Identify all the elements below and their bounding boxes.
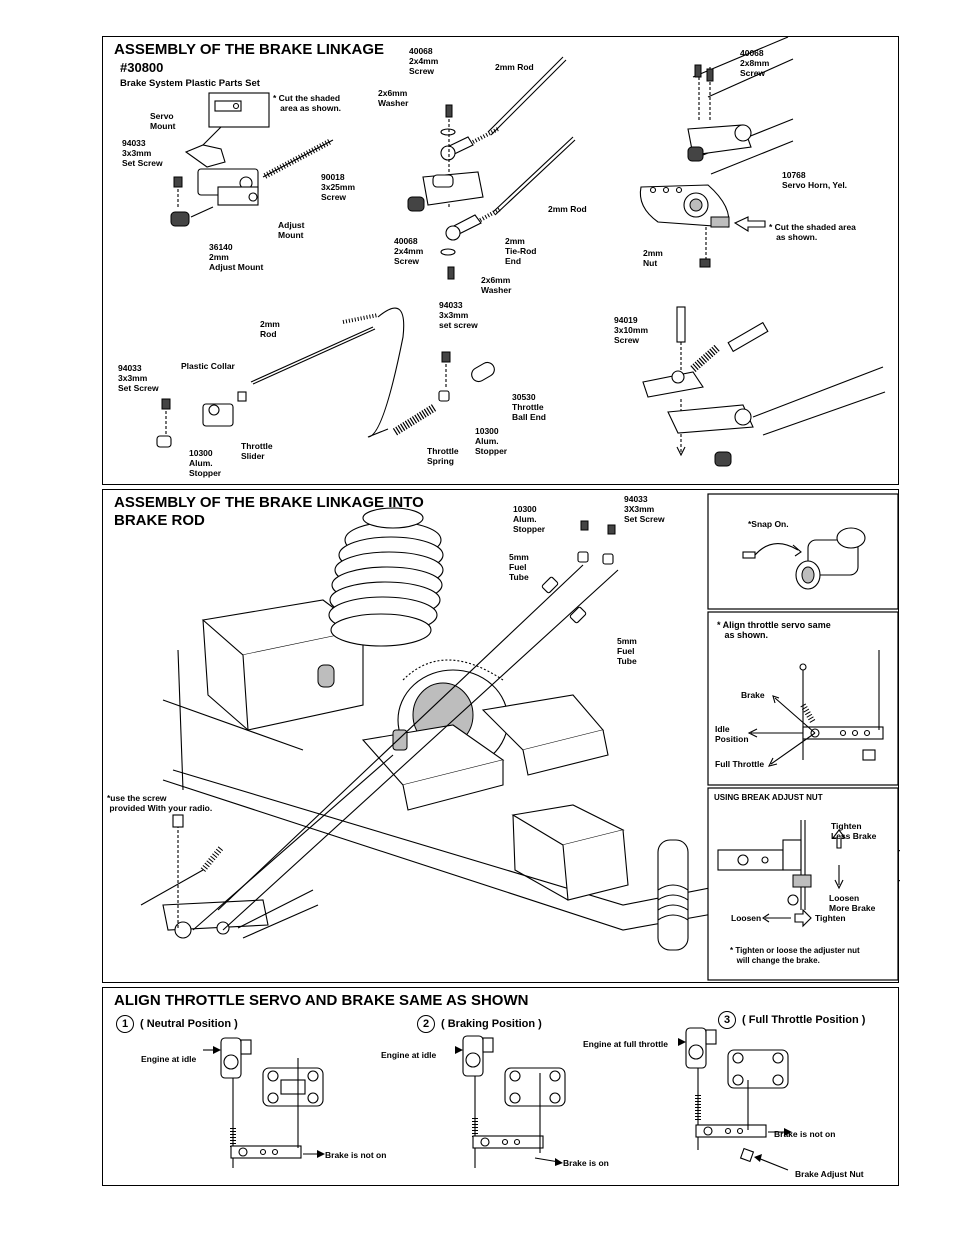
step-3-diagram — [678, 1027, 792, 1171]
label-rod-c: 2mm Rod — [260, 319, 280, 339]
label-throttle-spring: Throttle Spring — [427, 446, 459, 466]
label-full-throttle: Full Throttle — [715, 759, 765, 769]
step-2-engine: Engine at idle — [381, 1050, 437, 1060]
adjust-nut-note: * Tighten or loose the adjuster nut will… — [730, 946, 860, 965]
adjust-nut-title: USING BREAK ADJUST NUT — [714, 793, 823, 802]
step-1-brake: Brake is not on — [325, 1150, 387, 1160]
label-washer-b: 2x6mm Washer — [481, 275, 512, 295]
label-ball-end: 30530 Throttle Ball End — [512, 392, 547, 422]
label-p2-fuel-tube-a: 5mm Fuel Tube — [509, 552, 529, 582]
chassis-drawing — [140, 493, 900, 981]
label-set-screw-a: 94033 3x3mm Set Screw — [122, 138, 163, 168]
label-brake: Brake — [741, 690, 765, 700]
label-p2-stopper: 10300 Alum. Stopper — [513, 504, 546, 534]
label-radio-screw: *use the screw provided With your radio. — [107, 793, 213, 813]
step-2-brake: Brake is on — [563, 1158, 609, 1168]
step-1-engine: Engine at idle — [141, 1054, 197, 1064]
step-3-label: ( Full Throttle Position ) — [742, 1013, 866, 1026]
label-loosen: Loosen — [731, 913, 762, 923]
label-screw-94019: 94019 3x10mm Screw — [614, 315, 649, 345]
step-2-heading: 2 ( Braking Position ) — [417, 1015, 542, 1033]
label-rod-a: 2mm Rod — [495, 62, 534, 72]
panel2-title-line2: BRAKE ROD — [114, 512, 205, 529]
step-1-heading: 1 ( Neutral Position ) — [116, 1015, 238, 1033]
step-2-diagram — [455, 1035, 566, 1168]
part-number: #30800 — [120, 60, 164, 75]
label-cut-note: * Cut the shaded area as shown. — [273, 93, 342, 113]
label-nut-2mm: 2mm Nut — [643, 248, 663, 268]
brake-linkage-drawing — [156, 37, 886, 467]
step-3-brake: Brake is not on — [774, 1129, 836, 1139]
step-1-diagram — [203, 1037, 325, 1168]
label-tighten: Tighten — [815, 913, 846, 923]
label-screw-40068-a: 40068 2x4mm Screw — [409, 46, 439, 76]
label-rod-b: 2mm Rod — [548, 204, 587, 214]
step-1-label: ( Neutral Position ) — [140, 1017, 238, 1030]
label-screw-40068-c: 40068 2x8mm Screw — [740, 48, 770, 78]
label-screw-90018: 90018 3x25mm Screw — [321, 172, 356, 202]
step-3-engine: Engine at full throttle — [583, 1039, 668, 1049]
label-loosen-more: Loosen More Brake — [829, 893, 876, 913]
panel2-title-line1: ASSEMBLY OF THE BRAKE LINKAGE INTO — [114, 494, 424, 511]
step-2-number: 2 — [417, 1015, 435, 1033]
label-throttle-slider: Throttle Slider — [241, 441, 273, 461]
label-stopper-a: 10300 Alum. Stopper — [189, 448, 222, 478]
alignment-drawings — [203, 1027, 792, 1171]
step-3-adjust-nut: Brake Adjust Nut — [795, 1169, 864, 1179]
label-stopper-b: 10300 Alum. Stopper — [475, 426, 508, 456]
label-cut-note-2: * Cut the shaded area as shown. — [769, 222, 856, 242]
step-2-label: ( Braking Position ) — [441, 1017, 542, 1030]
panel-align-servo: ALIGN THROTTLE SERVO AND BRAKE SAME AS S… — [102, 987, 899, 1186]
label-p2-set-screw: 94033 3X3mm Set Screw — [624, 494, 665, 524]
label-plastic-collar: Plastic Collar — [181, 361, 235, 371]
panel-brake-rod: ASSEMBLY OF THE BRAKE LINKAGE INTO BRAKE… — [102, 489, 900, 983]
label-adjust-mount-2: 36140 2mm Adjust Mount — [209, 242, 264, 272]
panel3-title: ALIGN THROTTLE SERVO AND BRAKE SAME AS S… — [114, 992, 529, 1009]
label-set-screw-b: 94033 3x3mm set screw — [439, 300, 478, 330]
label-washer-a: 2x6mm Washer — [378, 88, 409, 108]
panel1-subtitle: Brake System Plastic Parts Set — [120, 78, 260, 89]
label-p2-fuel-tube-b: 5mm Fuel Tube — [617, 636, 637, 666]
panel-brake-linkage: ASSEMBLY OF THE BRAKE LINKAGE #30800 Bra… — [102, 36, 899, 485]
align-note: * Align throttle servo same as shown. — [717, 620, 831, 640]
snap-on-note: *Snap On. — [748, 519, 789, 529]
label-screw-40068-b: 40068 2x4mm Screw — [394, 236, 424, 266]
label-tie-rod-end: 2mm Tie-Rod End — [505, 236, 537, 266]
label-adjust-mount: Adjust Mount — [278, 220, 305, 240]
label-tighten-less: Tighten Less Brake — [831, 821, 877, 841]
step-3-number: 3 — [718, 1011, 736, 1029]
panel1-title: ASSEMBLY OF THE BRAKE LINKAGE — [114, 41, 385, 58]
label-idle-position: Idle Position — [715, 724, 749, 744]
engine-cooling-head — [328, 507, 444, 647]
step-1-number: 1 — [116, 1015, 134, 1033]
label-servo-mount: Servo Mount — [150, 111, 176, 131]
step-3-heading: 3 ( Full Throttle Position ) — [718, 1011, 865, 1029]
label-set-screw-c: 94033 3x3mm Set Screw — [118, 363, 159, 393]
label-servo-horn: 10768 Servo Horn, Yel. — [782, 170, 848, 190]
